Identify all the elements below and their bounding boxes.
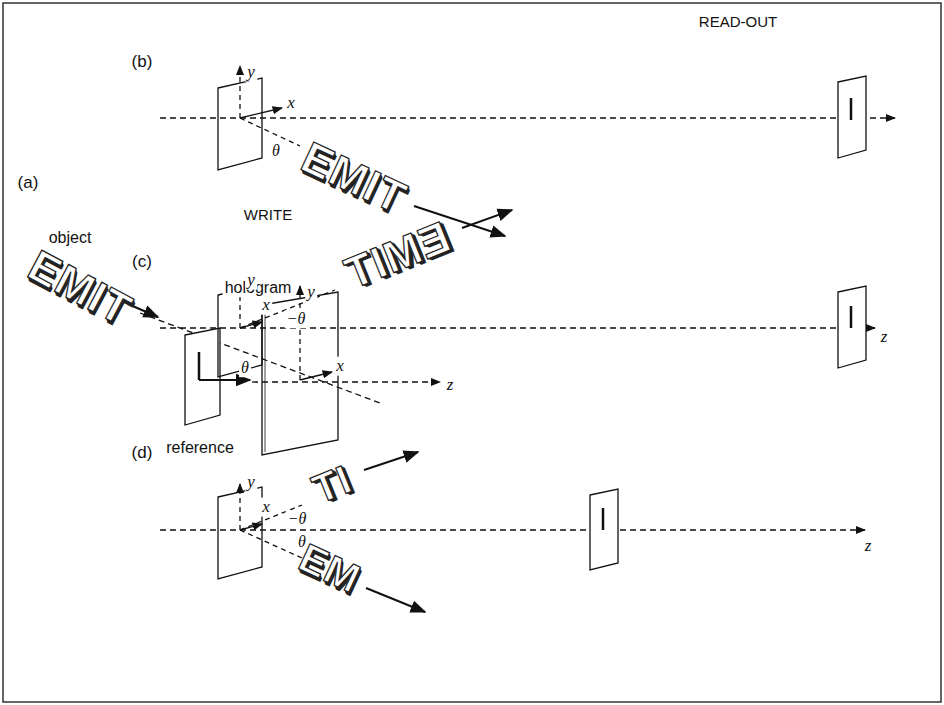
readout-b [160, 66, 895, 236]
panel-letter: (d) [130, 444, 155, 463]
angle-label: −θ [286, 510, 309, 528]
reference-mark [602, 508, 605, 530]
hologram-letters: EMIT [294, 133, 413, 223]
image-beam [240, 530, 302, 558]
axis-label: z [863, 537, 874, 556]
axis-label: z [445, 376, 456, 395]
panel-letter: (a) [16, 174, 41, 193]
image-arrow [364, 452, 418, 470]
axis-label: x [285, 94, 297, 113]
part-label: object [47, 229, 94, 247]
write-setup [128, 286, 440, 455]
axis-label: x [260, 498, 272, 517]
axis-label: y [245, 271, 257, 290]
object-beam [140, 313, 380, 403]
y-axis [239, 484, 240, 530]
image-arrow [366, 588, 425, 612]
angle-label: θ [270, 142, 282, 160]
y-axis [239, 66, 240, 118]
readout-c [160, 210, 875, 377]
hologram-letters: TIMƎ [338, 212, 457, 298]
frame [3, 3, 941, 702]
axis-label: y [245, 473, 257, 492]
image-arrow [462, 210, 512, 228]
section-label: WRITE [242, 207, 294, 224]
angle-label: θ [239, 359, 251, 377]
readout-d [160, 452, 865, 612]
z-axis [160, 117, 895, 118]
axis-label: y [305, 283, 317, 302]
axis-label: x [334, 357, 346, 376]
reference-plate [590, 489, 618, 570]
reference-plate [838, 286, 866, 368]
reference-arrow [199, 379, 250, 381]
panel-letter: (b) [130, 53, 155, 72]
z-axis [160, 529, 865, 530]
x-axis [300, 372, 332, 380]
object-arrow [128, 304, 158, 317]
z-axis [160, 327, 875, 328]
hologram-plate [218, 78, 262, 170]
reference-plate [185, 328, 220, 425]
y-axis [299, 286, 300, 380]
angle-label: −θ [285, 310, 308, 328]
hologram-letters: EMIT [20, 241, 139, 335]
hologram-letters: TI [306, 457, 357, 512]
axis-label: x [260, 296, 272, 315]
panel-letter: (c) [130, 253, 154, 272]
axis-label: z [879, 328, 890, 347]
part-label: reference [164, 439, 236, 457]
section-label: READ-OUT [697, 14, 779, 31]
reference-mark [850, 98, 853, 120]
x-axis [240, 108, 282, 118]
hologram-plate [262, 292, 338, 455]
reference-mark [198, 352, 201, 380]
z-axis [252, 381, 440, 382]
reference-plate [838, 76, 866, 158]
part-label: hologram [223, 279, 294, 297]
reference-mark [850, 306, 853, 328]
axis-label: y [245, 63, 257, 82]
